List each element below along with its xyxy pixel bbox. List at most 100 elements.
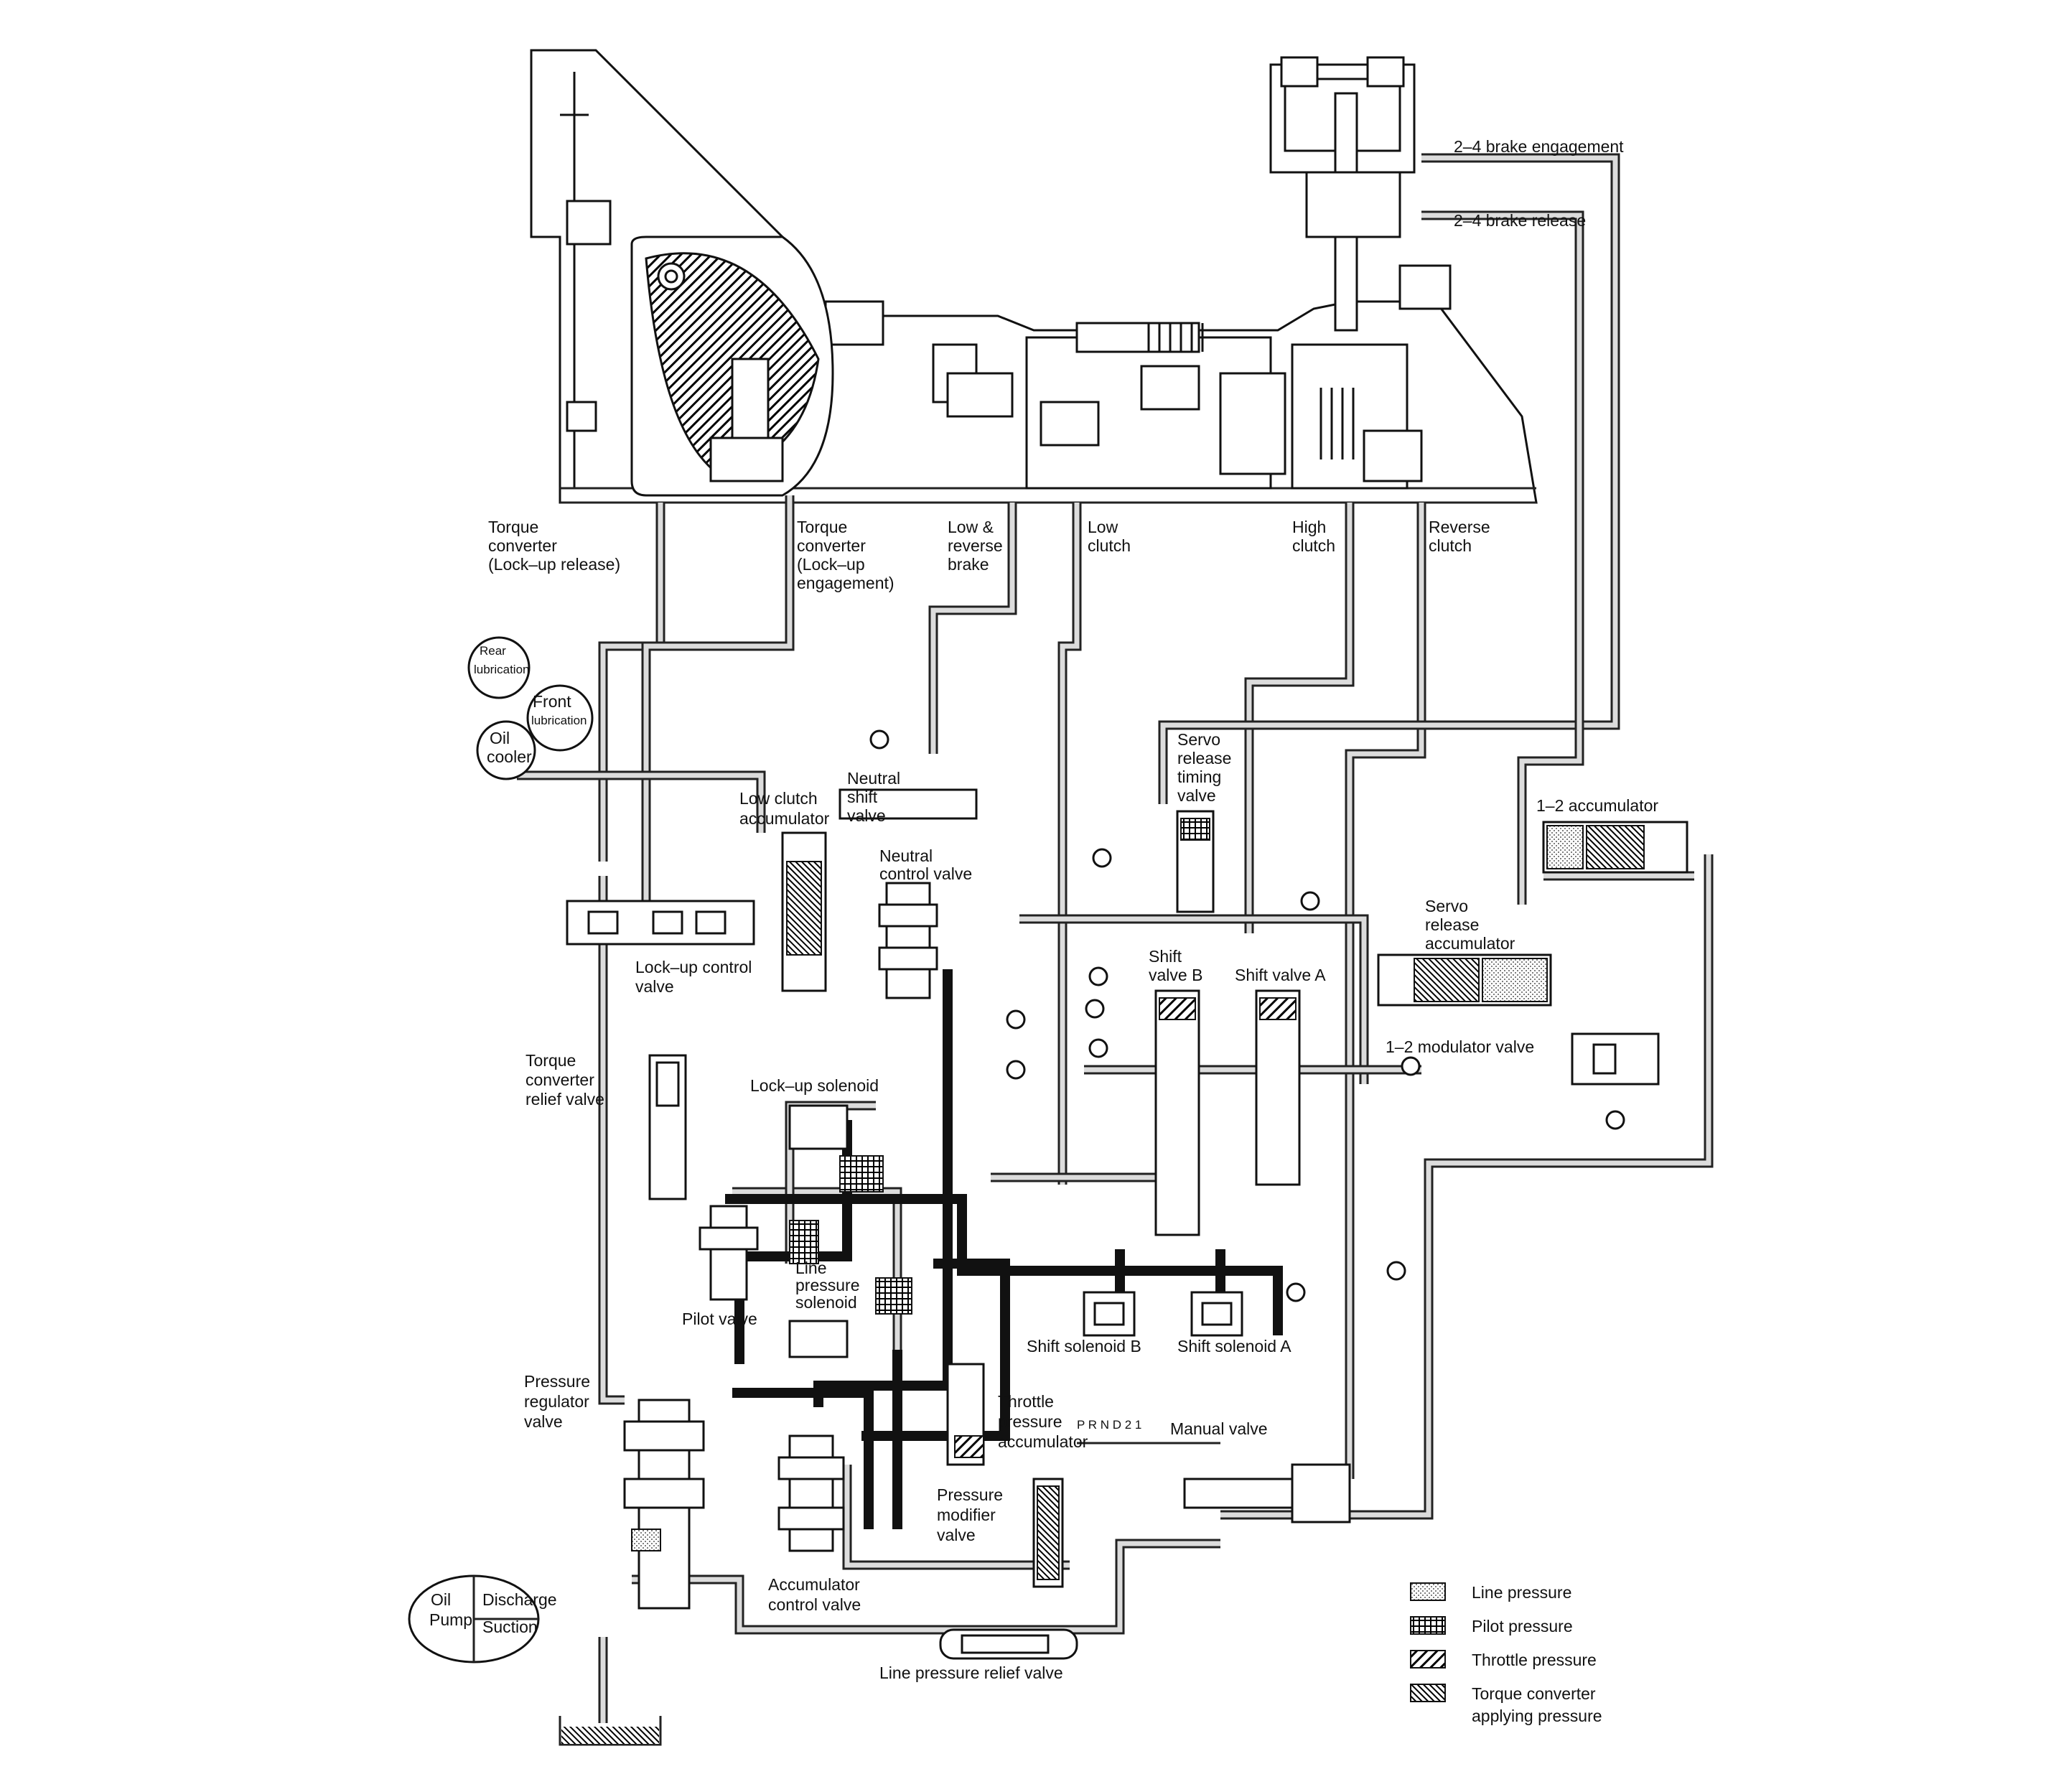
- label-shift-solenoid-a: Shift solenoid A: [1177, 1337, 1291, 1355]
- legend-swatch-line: [1410, 1582, 1446, 1601]
- label-pressure-regulator-2: regulator: [524, 1392, 589, 1411]
- legend-item-throttle-pressure: Throttle pressure: [1410, 1650, 1597, 1669]
- label-oil-cooler: Oil: [490, 729, 510, 747]
- label-servo-acc-3: accumulator: [1425, 934, 1515, 953]
- label-neutral-control-2: control valve: [879, 864, 972, 883]
- label-lockup-solenoid: Lock–up solenoid: [750, 1076, 879, 1095]
- legend-label-throttle: Throttle pressure: [1472, 1651, 1597, 1669]
- shift-solenoid-b: [1083, 1291, 1136, 1337]
- label-throttle-acc: Throttle: [998, 1392, 1054, 1411]
- label-suction: Suction: [482, 1618, 538, 1636]
- label-low-rev-brake-2: reverse: [948, 536, 1003, 555]
- label-brake-24-release: 2–4 brake release: [1454, 211, 1586, 230]
- legend-label-pilot: Pilot pressure: [1472, 1617, 1573, 1635]
- oil-cooler-port: [476, 720, 536, 780]
- label-throttle-acc-2: pressure: [998, 1412, 1062, 1431]
- label-pressure-modifier-3: valve: [937, 1526, 976, 1544]
- manual-valve: [1077, 1442, 1351, 1523]
- label-tc-engage-3: (Lock–up: [797, 555, 865, 574]
- shift-valve-b: [1154, 989, 1200, 1236]
- label-accumulator-control: Accumulator: [768, 1575, 860, 1594]
- accumulator-control-valve: [777, 1434, 845, 1552]
- pilot-pressure-passages: [725, 969, 1283, 1529]
- modulator-valve-12: [1571, 1032, 1660, 1086]
- label-shift-valve-b-2: valve B: [1149, 966, 1202, 984]
- label-high-clutch-2: clutch: [1292, 536, 1335, 555]
- label-lockup-control: Lock–up control: [635, 958, 752, 976]
- label-neutral-control: Neutral: [879, 846, 933, 865]
- oil-pump: [408, 1574, 540, 1663]
- label-servo-timing: Servo: [1177, 730, 1220, 749]
- legend-swatch-throttle: [1410, 1650, 1446, 1669]
- oil-sump: [559, 1716, 662, 1746]
- label-low-rev-brake-3: brake: [948, 555, 989, 574]
- lockup-control-valve: [566, 900, 755, 946]
- label-oil-cooler-2: cooler: [487, 747, 532, 766]
- label-servo-timing-4: valve: [1177, 786, 1216, 805]
- label-neutral-shift: Neutral: [847, 769, 900, 788]
- label-shift-valve-a: Shift valve A: [1235, 966, 1326, 984]
- label-reverse-clutch: Reverse: [1429, 518, 1490, 536]
- label-front-lub-2: lubrication: [531, 714, 587, 727]
- label-low-clutch-2: clutch: [1088, 536, 1131, 555]
- shift-solenoid-a: [1190, 1291, 1243, 1337]
- label-oil-pump-2: Pump: [429, 1610, 472, 1629]
- label-pressure-regulator-3: valve: [524, 1412, 563, 1431]
- label-acc-12: 1–2 accumulator: [1536, 796, 1658, 815]
- label-servo-timing-2: release: [1177, 749, 1231, 767]
- label-tc-release: Torque: [488, 518, 538, 536]
- label-brake-24-engagement: 2–4 brake engagement: [1454, 137, 1624, 156]
- label-throttle-acc-3: accumulator: [998, 1432, 1088, 1451]
- pressure-regulator-valve: [623, 1399, 705, 1610]
- labels: 2–4 brake engagement 2–4 brake release T…: [429, 137, 1658, 1682]
- accumulator-12: [1542, 821, 1688, 874]
- tc-relief-valve: [648, 1054, 687, 1200]
- high-clutch-plates: [1319, 388, 1355, 459]
- oil-circles: [467, 636, 594, 780]
- neutral-shift-valve: [839, 729, 978, 820]
- label-servo-acc-2: release: [1425, 915, 1479, 934]
- legend-item-line-pressure: Line pressure: [1410, 1582, 1571, 1602]
- front-lubrication-port: [526, 684, 594, 752]
- legend-item-pilot-pressure: Pilot pressure: [1410, 1616, 1573, 1635]
- label-low-clutch: Low: [1088, 518, 1118, 536]
- torque-converter: [630, 235, 834, 497]
- label-pressure-modifier-2: modifier: [937, 1506, 996, 1524]
- legend-swatch-pilot: [1410, 1616, 1446, 1635]
- brake-24-servo: [1269, 56, 1416, 332]
- low-clutch-plates: [1147, 323, 1204, 352]
- label-rear-lub: Rear: [480, 644, 506, 658]
- legend-label-line: Line pressure: [1472, 1583, 1571, 1602]
- label-line-solenoid-3: solenoid: [795, 1293, 857, 1312]
- label-low-clutch-acc-2: accumulator: [739, 809, 830, 828]
- throttle-pressure-accumulator: [946, 1363, 985, 1466]
- line-pressure-solenoid: [788, 1220, 912, 1358]
- label-tc-relief-3: relief valve: [525, 1090, 604, 1109]
- label-line-relief: Line pressure relief valve: [879, 1663, 1063, 1682]
- check-balls: [1006, 848, 1625, 1302]
- label-lockup-control-2: valve: [635, 977, 674, 996]
- label-neutral-shift-3: valve: [847, 806, 886, 825]
- label-tc-engage-2: converter: [797, 536, 866, 555]
- label-discharge: Discharge: [482, 1590, 557, 1609]
- rear-lubrication-port: [467, 636, 531, 699]
- label-servo-acc: Servo: [1425, 897, 1468, 915]
- label-line-solenoid-2: pressure: [795, 1276, 859, 1294]
- servo-release-accumulator: [1377, 953, 1552, 1007]
- shift-valve-a: [1255, 989, 1301, 1186]
- label-modulator-12: 1–2 modulator valve: [1386, 1037, 1534, 1056]
- clutch-packs: [1025, 264, 1452, 490]
- label-low-clutch-acc: Low clutch: [739, 789, 818, 808]
- label-pressure-modifier: Pressure: [937, 1485, 1003, 1504]
- line-pressure-relief-valve: [939, 1628, 1078, 1660]
- label-tc-relief-2: converter: [525, 1070, 594, 1089]
- label-neutral-shift-2: shift: [847, 788, 878, 806]
- lockup-solenoid: [788, 1104, 884, 1193]
- label-prndl: P R N D 2 1: [1077, 1418, 1141, 1432]
- label-manual-valve: Manual valve: [1170, 1419, 1268, 1438]
- label-pilot-valve: Pilot valve: [682, 1310, 757, 1328]
- label-front-lub: Front: [533, 692, 571, 711]
- low-clutch-accumulator: [781, 831, 827, 992]
- label-pressure-regulator: Pressure: [524, 1372, 590, 1391]
